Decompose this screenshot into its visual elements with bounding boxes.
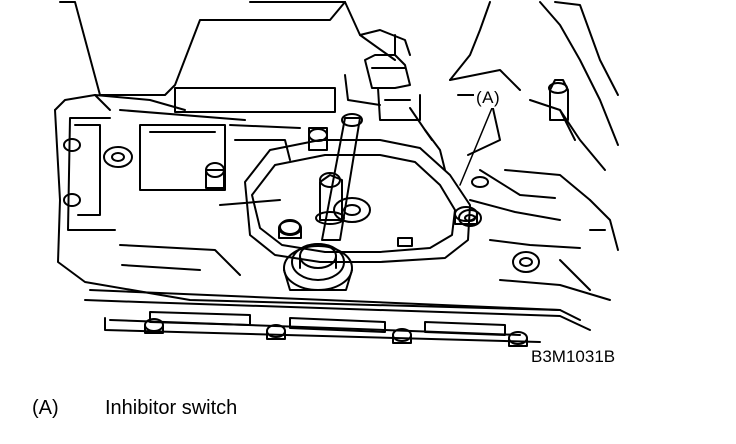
legend-key: (A) xyxy=(32,397,59,419)
switch-bolts xyxy=(278,206,478,239)
harness-connector xyxy=(344,34,421,121)
legend-label: Inhibitor switch xyxy=(105,397,238,419)
transmission-case xyxy=(54,69,619,321)
selector-lever xyxy=(315,113,363,241)
oil-pan xyxy=(84,289,591,347)
figure-code: B3M1031B xyxy=(531,347,616,367)
inhibitor-switch xyxy=(244,107,471,263)
legend: (A) Inhibitor switch xyxy=(32,395,237,421)
callout-label-a: (A) xyxy=(474,88,503,108)
upper-housing xyxy=(59,1,619,146)
callout-leader xyxy=(459,107,493,186)
shaft-nut xyxy=(283,243,353,291)
